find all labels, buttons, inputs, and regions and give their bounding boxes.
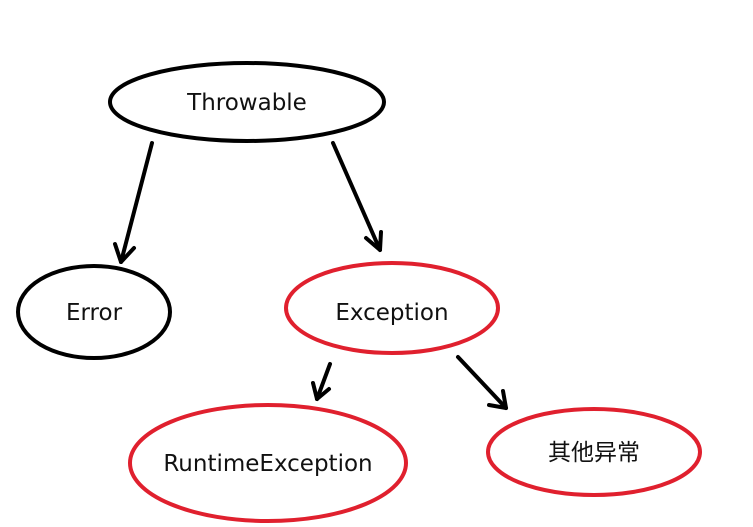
node-runtime-exception-ellipse bbox=[128, 403, 408, 523]
node-throwable-label: Throwable bbox=[186, 90, 307, 116]
edge-throwable-error bbox=[113, 141, 154, 264]
node-other-exceptions-ellipse bbox=[486, 407, 702, 497]
edge-exception-runtime bbox=[311, 362, 332, 401]
edge-exception-other bbox=[456, 355, 508, 410]
node-exception-label: Exception bbox=[335, 300, 448, 326]
node-error-label: Error bbox=[66, 300, 123, 326]
node-runtime-exception-label: RuntimeException bbox=[163, 451, 372, 477]
node-exception: Exception bbox=[284, 261, 500, 355]
node-throwable-ellipse bbox=[108, 61, 386, 143]
node-error-ellipse bbox=[16, 264, 172, 360]
node-runtime-exception: RuntimeException bbox=[128, 403, 408, 523]
edge-throwable-exception bbox=[331, 141, 383, 252]
node-error: Error bbox=[16, 264, 172, 360]
node-throwable: Throwable bbox=[108, 61, 386, 143]
node-other-exceptions-label: 其他异常 bbox=[548, 440, 640, 466]
node-other-exceptions: 其他异常 bbox=[486, 407, 702, 497]
node-exception-ellipse bbox=[284, 261, 500, 355]
